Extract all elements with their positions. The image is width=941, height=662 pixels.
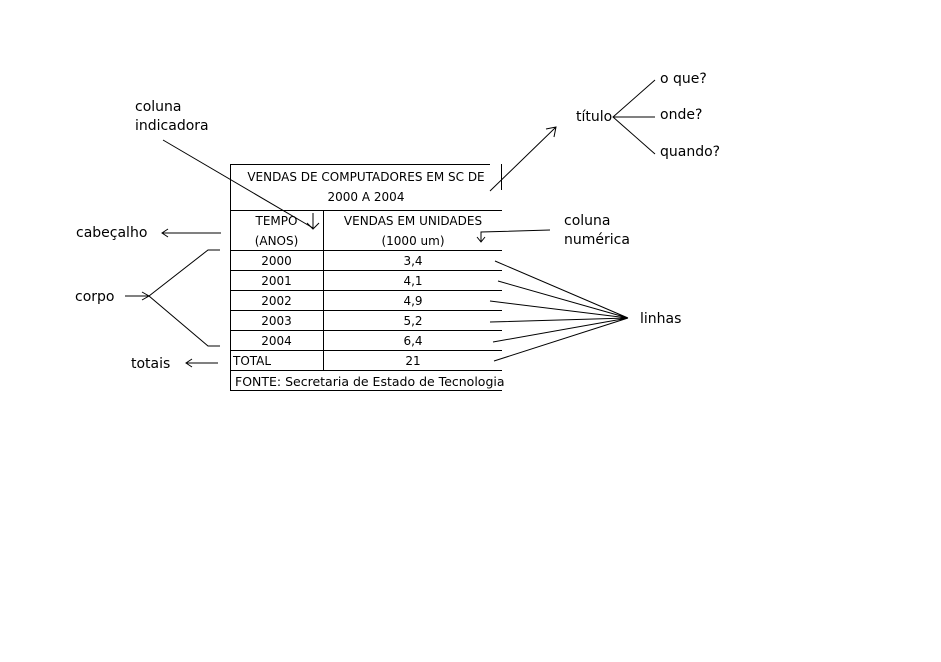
table-row-value: 3,4 [403,254,423,268]
titulo-brace [612,79,656,155]
label-cabecalho: cabeçalho [76,225,148,241]
table-row-year: 2004 [261,334,292,348]
corpo-brace [125,249,220,347]
header-col1-line2: (ANOS) [254,234,299,248]
label-coluna-indicadora-line2: indicadora [135,118,209,134]
table-row-value: 6,4 [403,334,423,348]
header-col1-line1: TEMPO [255,214,298,228]
label-quando: quando? [660,144,721,160]
table-title-line1: VENDAS DE COMPUTADORES EM SC DE [247,170,485,184]
label-onde: onde? [660,107,703,123]
label-o-que: o que? [660,71,707,87]
totais-arrow [185,358,218,368]
table-row-year: 2003 [261,314,292,328]
table-row-value: 5,2 [403,314,423,328]
header-col2-line2: (1000 um) [381,234,445,248]
label-linhas: linhas [640,311,682,327]
titulo-arrow [489,126,557,192]
coluna-indicadora-arrow [162,139,314,229]
cabecalho-arrow [161,228,221,238]
table-row-value: 4,9 [403,294,423,308]
total-value: 21 [405,354,421,368]
total-label: TOTAL [233,354,272,368]
header-col2-line1: VENDAS EM UNIDADES [343,214,483,228]
linhas-fan [489,260,629,362]
label-coluna-indicadora-line1: coluna [135,99,182,115]
label-coluna-numerica-line1: coluna [564,213,611,229]
table-source: FONTE: Secretaria de Estado de Tecnologi… [235,374,505,389]
table-row-value: 4,1 [403,274,423,288]
label-coluna-numerica-line2: numérica [564,232,630,248]
table-row-year: 2002 [261,294,292,308]
table-row-year: 2000 [261,254,292,268]
label-titulo: título [576,109,613,125]
coluna-numerica-arrow [476,229,551,243]
label-corpo: corpo [75,289,115,305]
table-row-year: 2001 [261,274,292,288]
table-title-line2: 2000 A 2004 [327,190,405,204]
label-totais: totais [131,356,171,372]
